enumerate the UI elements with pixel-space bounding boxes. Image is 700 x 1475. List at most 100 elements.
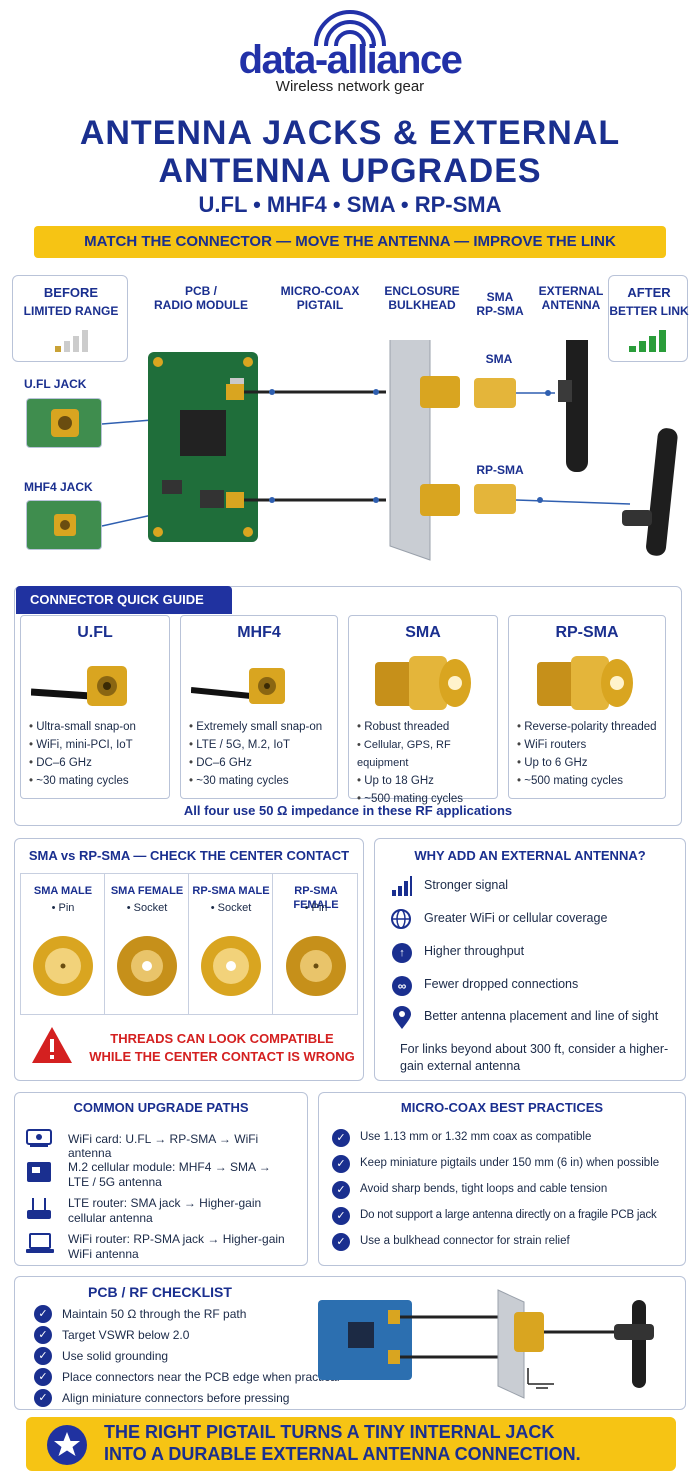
compare-contact-3: • Socket	[210, 902, 252, 914]
sma-point-3: Up to 18 GHz	[357, 772, 497, 790]
warning-text: THREADS CAN LOOK COMPATIBLE WHILE THE CE…	[84, 1030, 360, 1066]
globe-icon	[391, 909, 411, 929]
practice-item-5: Use a bulkhead connector for strain reli…	[360, 1235, 570, 1247]
path-item-1: WiFi card: U.FL → RP-SMA → WiFi antenna	[68, 1132, 259, 1160]
footer-line1: THE RIGHT PIGTAIL TURNS A TINY INTERNAL …	[104, 1422, 555, 1442]
warning-line2: WHILE THE CENTER CONTACT IS WRONG	[89, 1049, 355, 1064]
after-box: AFTER BETTER LINK	[608, 275, 689, 362]
compare-title: SMA vs RP-SMA — CHECK THE CENTER CONTACT	[28, 848, 350, 863]
checklist-item-4: Place connectors near the PCB edge when …	[62, 1370, 340, 1384]
warning-icon	[32, 1027, 72, 1063]
before-box: BEFORE LIMITED RANGE	[12, 275, 128, 362]
sma-point-4: ~500 mating cycles	[357, 790, 497, 808]
check-icon: ✓	[332, 1233, 350, 1251]
card-ufl: U.FL Ultra-small snap-on WiFi, mini-PCI,…	[20, 615, 170, 799]
footer-text: THE RIGHT PIGTAIL TURNS A TINY INTERNAL …	[104, 1421, 664, 1465]
rpsma-female-photo	[286, 936, 346, 996]
card-mhf4-title: MHF4	[237, 624, 281, 641]
sma-tag: SMA	[485, 352, 513, 366]
sma-connector-icon	[375, 656, 471, 710]
compare-name-2: SMA FEMALE	[110, 885, 184, 897]
compare-grid: SMA MALE • Pin SMA FEMALE • Socket RP-SM…	[20, 873, 358, 1015]
card-ufl-title: U.FL	[77, 624, 113, 641]
compare-rpsma-male: RP-SMA MALE • Socket	[189, 874, 273, 1014]
footer-banner	[26, 1417, 676, 1471]
sma-male-photo	[33, 936, 93, 996]
sma-antenna	[566, 340, 588, 472]
ufl-connector-icon	[31, 666, 127, 706]
brand-logo[interactable]: data-alliance	[238, 38, 463, 82]
ufl-jack-label: U.FL JACK	[24, 377, 87, 391]
before-sub: LIMITED RANGE	[23, 304, 119, 318]
pigtail-diagram	[101, 340, 678, 561]
ufl-point-3: DC–6 GHz	[29, 754, 136, 772]
guide-footnote: All four use 50 Ω impedance in these RF …	[183, 803, 513, 818]
rpsma-point-1: Reverse-polarity threaded	[517, 718, 656, 736]
slogan-banner: MATCH THE CONNECTOR — MOVE THE ANTENNA —…	[34, 226, 666, 258]
card-rpsma-title: RP-SMA	[555, 624, 619, 641]
wifi-card-icon	[26, 1129, 52, 1147]
check-icon: ✓	[34, 1326, 52, 1344]
mhf4-point-2: LTE / 5G, M.2, IoT	[189, 736, 322, 754]
checklist-item-1: Maintain 50 Ω through the RF path	[62, 1307, 247, 1321]
sma-point-2: Cellular, GPS, RF equipment	[357, 736, 497, 772]
rpsma-male-photo	[201, 936, 261, 996]
after-label: AFTER	[627, 285, 671, 300]
page-title-line1: ANTENNA JACKS & EXTERNAL	[79, 114, 621, 152]
ufl-point-2: WiFi, mini-PCI, IoT	[29, 736, 136, 754]
pcb-rf-diagram	[318, 1289, 654, 1399]
column-sma: SMA RP-SMA	[476, 290, 524, 318]
rpsma-tag: RP-SMA	[476, 463, 524, 477]
ufl-jack-photo	[26, 398, 102, 448]
column-pcb: PCB / RADIO MODULE	[154, 284, 248, 312]
path-item-3: LTE router: SMA jack → Higher-gain cellu…	[68, 1196, 262, 1225]
column-bulkhead: ENCLOSURE BULKHEAD	[384, 284, 460, 312]
column-coax: MICRO-COAX PIGTAIL	[280, 284, 360, 312]
compare-name-3: RP-SMA MALE	[192, 885, 270, 897]
mhf4-point-4: ~30 mating cycles	[189, 772, 322, 790]
arrow-up-icon: ↑	[392, 943, 412, 963]
check-icon: ✓	[34, 1368, 52, 1386]
check-icon: ✓	[34, 1305, 52, 1323]
rpsma-connector-icon	[537, 656, 633, 710]
mhf4-jack-photo	[26, 500, 102, 550]
paths-panel	[14, 1092, 308, 1266]
path-item-2: M.2 cellular module: MHF4 → SMA → LTE / …	[68, 1160, 271, 1189]
router-icon	[27, 1198, 51, 1219]
why-title: WHY ADD AN EXTERNAL ANTENNA?	[414, 848, 646, 863]
warning-line1: THREADS CAN LOOK COMPATIBLE	[110, 1031, 334, 1046]
weak-signal-icon	[55, 330, 88, 352]
why-panel	[374, 838, 686, 1081]
check-icon: ✓	[332, 1129, 350, 1147]
compare-name-1: SMA MALE	[33, 885, 93, 897]
signal-bars-icon	[392, 876, 412, 896]
page-subtitle: U.FL • MHF4 • SMA • RP-SMA	[198, 192, 502, 217]
quick-guide-header: CONNECTOR QUICK GUIDE	[16, 586, 232, 614]
checklist-item-2: Target VSWR below 2.0	[62, 1328, 190, 1342]
compare-sma-female: SMA FEMALE • Socket	[105, 874, 189, 1014]
laptop-icon	[26, 1233, 54, 1253]
page-title-line2: ANTENNA UPGRADES	[158, 152, 542, 190]
mhf4-point-1: Extremely small snap-on	[189, 718, 322, 736]
mhf4-jack-label: MHF4 JACK	[24, 480, 93, 494]
before-label: BEFORE	[43, 285, 99, 300]
check-icon: ✓	[332, 1181, 350, 1199]
after-sub: BETTER LINK	[609, 304, 689, 318]
card-rpsma: RP-SMA Reverse-polarity threaded WiFi ro…	[508, 615, 666, 799]
card-sma: SMA Robust threaded Cellular, GPS, RF eq…	[348, 615, 498, 805]
practice-item-2: Keep miniature pigtails under 150 mm (6 …	[360, 1157, 660, 1169]
practice-item-4: Do not support a large antenna directly …	[360, 1209, 657, 1221]
why-item-1: Stronger signal	[424, 878, 509, 892]
sma-female-photo	[117, 936, 177, 996]
why-item-3: Higher throughput	[424, 944, 525, 958]
footer-line2: INTO A DURABLE EXTERNAL ANTENNA CONNECTI…	[104, 1444, 581, 1464]
practice-item-3: Avoid sharp bends, tight loops and cable…	[360, 1183, 608, 1195]
compare-rpsma-female: RP-SMA FEMALE • Pin	[273, 874, 359, 1014]
check-icon: ✓	[34, 1389, 52, 1407]
location-pin-icon	[393, 1006, 411, 1029]
why-note: For links beyond about 300 ft, consider …	[400, 1042, 669, 1073]
rpsma-point-2: WiFi routers	[517, 736, 657, 754]
compare-name-4: RP-SMA FEMALE	[293, 885, 339, 911]
cellular-module-icon	[27, 1162, 51, 1182]
rpsma-antenna	[646, 428, 678, 556]
